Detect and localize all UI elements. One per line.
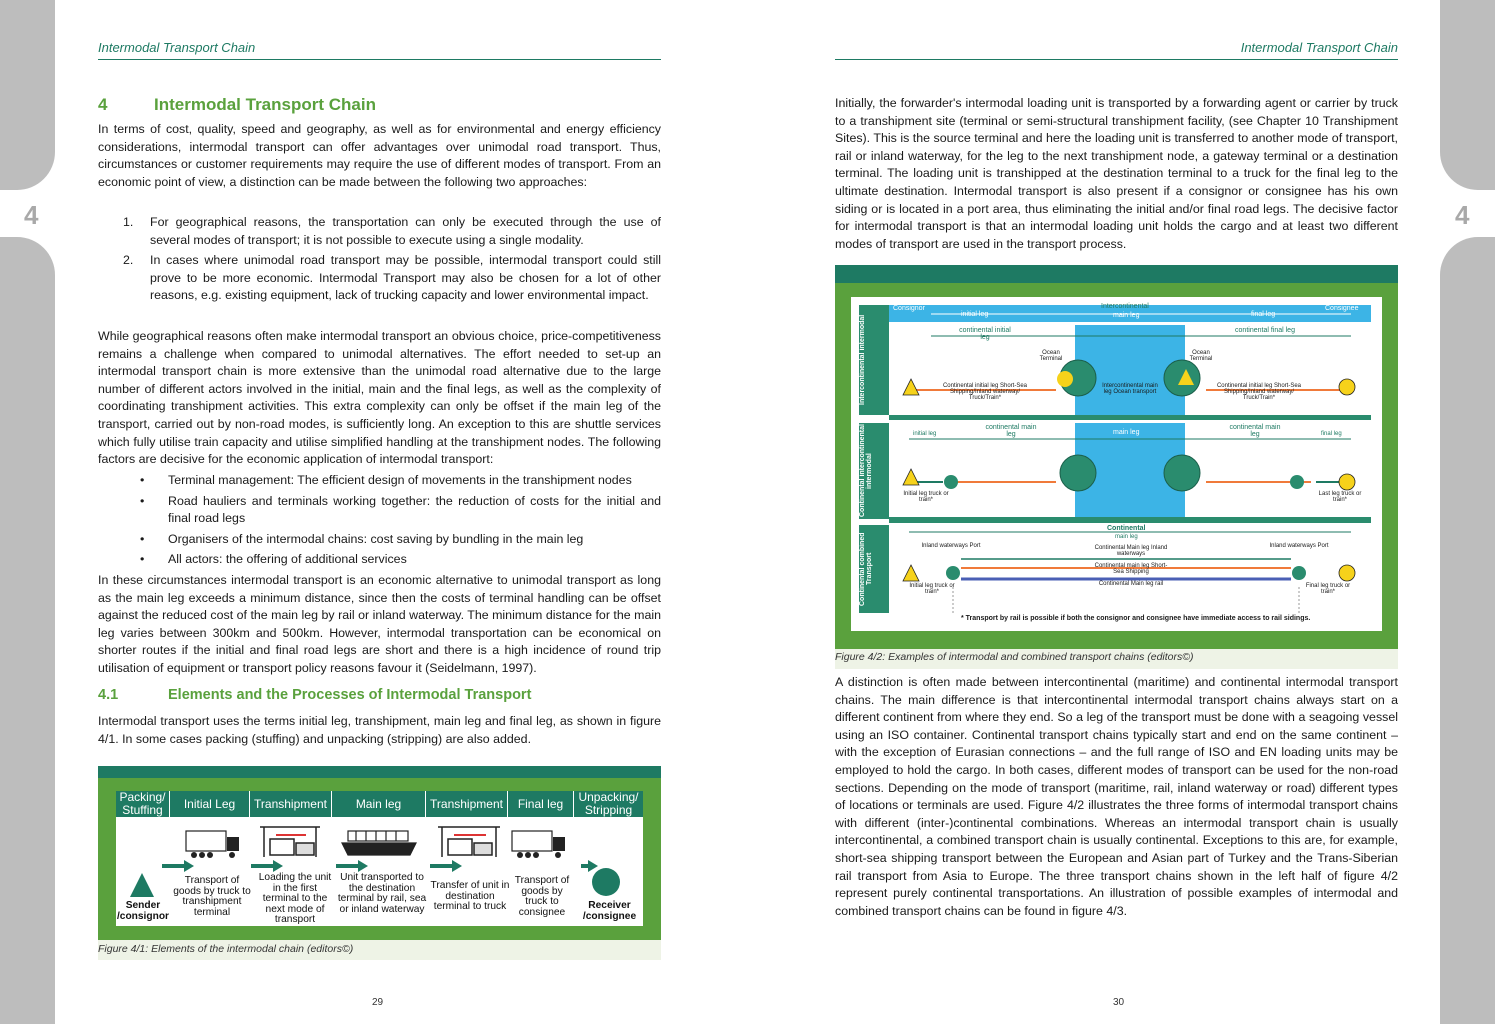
leg-label: continental initial leg: [959, 327, 1011, 341]
leg-label: initial leg: [913, 431, 937, 437]
section-number: 4.1: [98, 687, 119, 703]
figure-top-band: [98, 766, 661, 778]
leg-label: continental main leg: [1229, 424, 1281, 438]
right-page: Intermodal Transport Chain Initially, th…: [835, 0, 1398, 1024]
side-tab-number-right: 4: [1455, 200, 1470, 230]
page-number: 29: [372, 997, 384, 1008]
chapter-title: Intermodal Transport Chain: [154, 95, 376, 114]
leg-label: continental final leg: [1235, 327, 1295, 334]
leg-text: Intercontinental main leg Ocean transpor…: [1102, 383, 1158, 395]
chain-diagram: Intercontinental intermodal Continental …: [851, 297, 1382, 631]
list-item: Organisers of the intermodal chains: cos…: [98, 531, 661, 549]
flow-diagram: Packing/ Stuffing Initial Leg Transhipme…: [116, 791, 643, 926]
factor-list: Terminal management: The efficient desig…: [98, 472, 661, 569]
leg-text: Initial leg truck or train*: [909, 583, 955, 595]
side-tab-number-left: 4: [24, 200, 39, 230]
flow-graphics: [130, 826, 620, 897]
leg-label: Continental: [1107, 525, 1146, 532]
row-label: Continental intercontinental intermodal: [859, 424, 873, 518]
side-tab-bottom-right: [1440, 237, 1495, 1024]
leg-text: Final leg truck or train*: [1305, 583, 1351, 595]
list-item: 1.For geographical reasons, the transpor…: [123, 215, 661, 247]
numbered-list: 1.For geographical reasons, the transpor…: [98, 214, 661, 305]
section-title: Elements and the Processes of Intermodal…: [168, 687, 532, 703]
flow-arrows: [162, 860, 598, 872]
crane-icon: [438, 826, 500, 857]
side-tab-top-right: [1440, 0, 1495, 190]
body-paragraph: In these circumstances intermodal transp…: [98, 573, 661, 675]
list-item: Terminal management: The efficient desig…: [98, 472, 661, 490]
body-paragraph: Initially, the forwarder's intermodal lo…: [835, 96, 1398, 251]
list-item: 2.In cases where unimodal road transport…: [123, 253, 661, 303]
left-page: Intermodal Transport Chain 4 Intermodal …: [98, 0, 661, 1024]
terminal-label: Ocean Terminal: [1039, 350, 1063, 362]
leg-label: continental main leg: [985, 424, 1037, 438]
running-header: Intermodal Transport Chain: [1240, 40, 1398, 55]
consignor-label: Consignor: [893, 305, 925, 312]
leg-label: main leg: [1115, 534, 1138, 540]
port-label: Inland waterways Port: [1269, 543, 1329, 549]
step-initial-leg: Transport of goods by truck to transhipm…: [173, 875, 251, 918]
consignee-label: Consignee: [1325, 305, 1359, 312]
terminal-label: Ocean Terminal: [1189, 350, 1213, 362]
row-label: Intercontinental intermodal: [859, 314, 866, 406]
leg-label: Intercontinental: [1101, 303, 1149, 310]
figure-4-2: Intercontinental intermodal Continental …: [835, 265, 1398, 669]
port-label: Inland waterways Port: [921, 543, 981, 549]
list-item: Road hauliers and terminals working toge…: [98, 493, 661, 528]
step-loading: Loading the unit in the first terminal t…: [258, 872, 332, 925]
header-transhipment: Transhipment: [250, 791, 332, 817]
truck-icon: [511, 830, 565, 858]
leg-text: Continental Main leg Inland waterways: [1094, 545, 1168, 557]
header-main-leg: Main leg: [332, 791, 426, 817]
receiver-circle-icon: [592, 868, 620, 896]
step-main-leg: Unit transported to the destination term…: [337, 872, 427, 915]
figure-caption: Figure 4/2: Examples of intermodal and c…: [835, 651, 1194, 663]
footnote: * Transport by rail is possible if both …: [961, 615, 1311, 622]
sender-label: Sender /consignor: [116, 900, 170, 922]
crane-icon: [260, 826, 320, 857]
list-item: All actors: the offering of additional s…: [98, 551, 661, 569]
header-rule: [98, 59, 661, 60]
body-paragraph: A distinction is often made between inte…: [835, 675, 1398, 918]
row-label: Continental combined Transport: [859, 532, 873, 606]
leg-text: Initial leg truck or train*: [903, 491, 949, 503]
leg-label: initial leg: [961, 311, 989, 318]
figure-top-band: [835, 265, 1398, 283]
body-paragraph: Intermodal transport uses the terms init…: [98, 714, 661, 746]
leg-label: final leg: [1251, 311, 1276, 318]
intro-paragraph: In terms of cost, quality, speed and geo…: [98, 122, 661, 189]
body-paragraph: While geographical reasons often make in…: [98, 329, 661, 467]
chain-graphics: [859, 305, 1371, 613]
leg-text: Continental Main leg rail: [1098, 581, 1164, 587]
header-packing: Packing/ Stuffing: [116, 791, 170, 817]
leg-label: main leg: [1113, 312, 1140, 319]
header-transhipment: Transhipment: [426, 791, 508, 817]
running-header: Intermodal Transport Chain: [98, 40, 256, 55]
leg-text: Continental initial leg Short-Sea Shippi…: [1216, 383, 1302, 401]
leg-text: Last leg truck or train*: [1318, 491, 1362, 503]
leg-text: Continental initial leg Short-Sea Shippi…: [942, 383, 1028, 401]
sender-triangle-icon: [130, 873, 154, 897]
header-final-leg: Final leg: [508, 791, 574, 817]
step-final-leg: Transport of goods by truck to consignee: [514, 875, 570, 918]
side-tab-top-left: [0, 0, 55, 190]
leg-label: main leg: [1113, 429, 1140, 436]
page-number: 30: [1113, 997, 1125, 1008]
side-tab-bottom-left: [0, 237, 55, 1024]
figure-caption: Figure 4/1: Elements of the intermodal c…: [98, 943, 354, 955]
receiver-label: Receiver /consignee: [582, 900, 637, 922]
figure-4-1: Packing/ Stuffing Initial Leg Transhipme…: [98, 766, 661, 960]
truck-icon: [185, 830, 239, 858]
header-initial-leg: Initial Leg: [170, 791, 250, 817]
leg-label: final leg: [1321, 431, 1342, 437]
step-transfer: Transfer of unit in destination terminal…: [430, 880, 510, 912]
leg-text: Continental main leg Short-Sea Shipping: [1094, 563, 1168, 575]
chapter-number: 4: [98, 95, 108, 114]
header-rule: [835, 59, 1398, 60]
ship-icon: [341, 830, 417, 856]
header-unpacking: Unpacking/ Stripping: [574, 791, 643, 817]
